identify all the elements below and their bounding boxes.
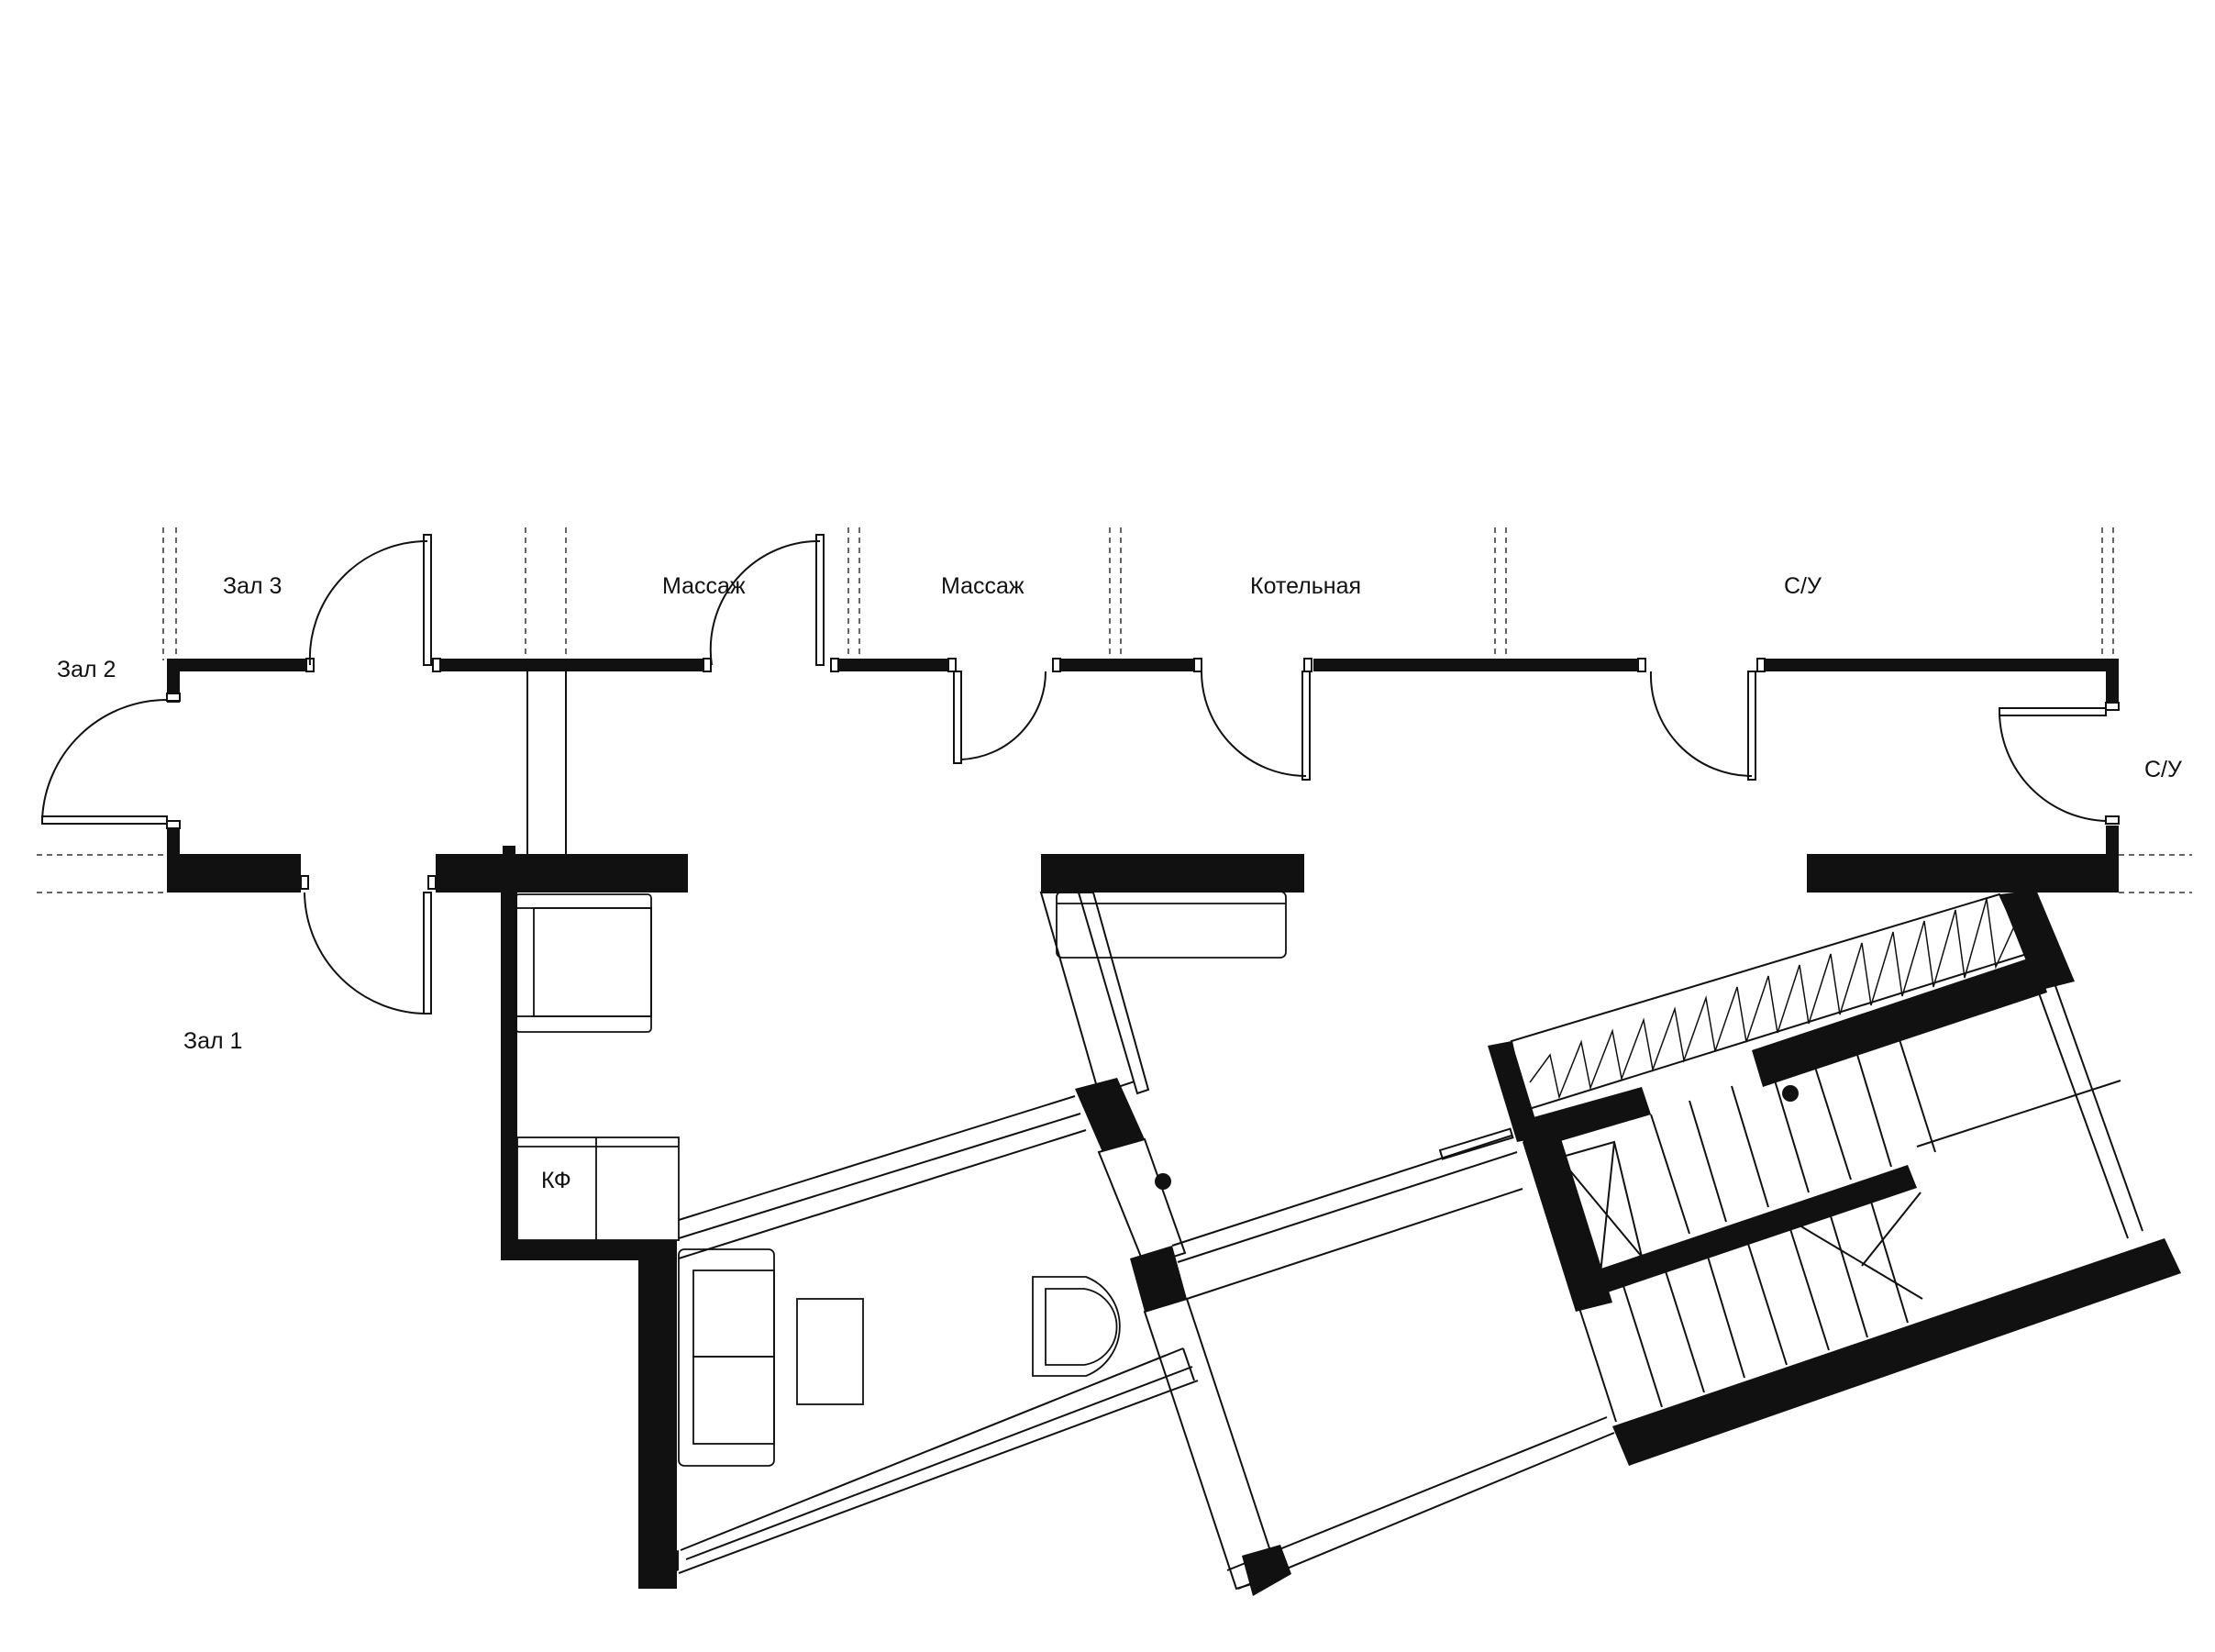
angled-walls: [1039, 892, 1291, 1596]
storage-hatch: [1529, 898, 2015, 1100]
room-label-su-top: С/У: [1784, 573, 1822, 599]
living-room-sofa: [678, 1248, 775, 1467]
room-label-kf: КФ: [541, 1168, 571, 1193]
living-room-window-walls: [678, 1095, 1199, 1574]
room-label-massazh-2: Массаж: [941, 573, 1024, 599]
sofa-top: [1056, 891, 1287, 959]
room-labels: Зал 3 Зал 2 Зал 1 Массаж Массаж Котельна…: [57, 573, 2182, 1193]
staircase-walls: [1488, 890, 2181, 1466]
coffee-table: [796, 1298, 864, 1405]
light-point: [1782, 1085, 1799, 1102]
kf-cabinet: [516, 1136, 680, 1241]
lower-left-walls: [501, 846, 679, 1589]
round-armchair: [1032, 1276, 1121, 1377]
light-point: [1155, 1173, 1171, 1190]
corridor-top-wall: [167, 659, 2119, 708]
door-swings: [41, 534, 2107, 1014]
room-label-kotelnaya: Котельная: [1250, 573, 1361, 599]
shaft: [526, 671, 567, 854]
corridor-bottom-wall: [167, 821, 2119, 893]
room-label-zal1: Зал 1: [183, 1028, 242, 1054]
room-label-zal3: Зал 3: [223, 573, 282, 599]
grid-lines: [37, 527, 2192, 893]
glass-passage: [1171, 1127, 1615, 1590]
staircase-inner: [1510, 893, 2143, 1423]
armchair: [515, 893, 652, 1033]
room-label-su-right: С/У: [2144, 757, 2182, 782]
room-label-massazh-1: Массаж: [662, 573, 746, 599]
room-label-zal2: Зал 2: [57, 657, 116, 682]
